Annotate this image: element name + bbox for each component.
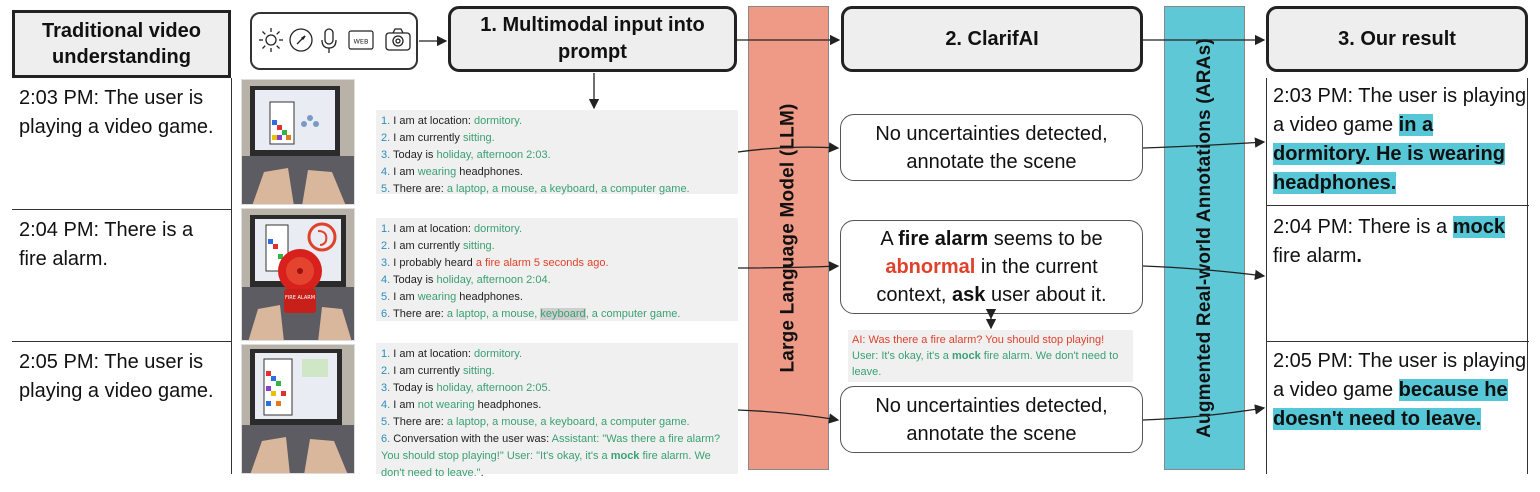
traditional-row: 2:05 PM: The user is playing a video gam… — [12, 342, 232, 474]
traditional-row-text: 2:04 PM: There is a fire alarm. — [19, 219, 194, 270]
prompt-line: 5. There are: a laptop, a mouse, a keybo… — [381, 183, 690, 195]
prompt-line: 2. I am currently sitting. — [381, 365, 495, 377]
conversation-user-line: User: It's okay, it's a mock fire alarm.… — [852, 350, 1119, 378]
traditional-row: 2:04 PM: There is a fire alarm. — [12, 210, 232, 342]
scene-photo-2: FIRE ALARM — [241, 208, 355, 341]
result-row: 2:05 PM: The user is playing a video gam… — [1273, 350, 1527, 430]
conversation-snippet: AI: Was there a fire alarm? You should s… — [848, 330, 1133, 382]
llm-band: Large Language Model (LLM) — [748, 6, 829, 470]
sun-icon — [258, 27, 284, 58]
result-column: 2:03 PM: The user is playing a video gam… — [1266, 78, 1529, 474]
traditional-row-text: 2:05 PM: The user is playing a video gam… — [19, 351, 214, 402]
scene-photo-1 — [241, 79, 355, 205]
web-icon-label: WEB — [354, 38, 369, 46]
prompt-line: 3. Today is holiday, afternoon 2:03. — [381, 149, 551, 161]
result-row: 2:03 PM: The user is playing a video gam… — [1267, 78, 1529, 206]
scene-photo-3 — [241, 344, 355, 474]
traditional-row-text: 2:03 PM: The user is playing a video gam… — [19, 87, 214, 138]
prompt-block-1: 1. I am at location: dormitory. 2. I am … — [376, 110, 738, 195]
result-box: 3. Our result — [1266, 6, 1528, 72]
decision-box-1: No uncertainties detected, annotate the … — [840, 114, 1143, 181]
traditional-header: Traditional video understanding — [12, 10, 231, 78]
microphone-icon — [318, 27, 340, 60]
compass-icon — [288, 27, 314, 58]
prompt-line: 4. I am not wearing headphones. — [381, 399, 542, 411]
prompt-line: 6. There are: a laptop, a mouse, keyboar… — [381, 308, 681, 320]
prompt-line: 5. There are: a laptop, a mouse, a keybo… — [381, 416, 690, 428]
decision-box-3: No uncertainties detected, annotate the … — [840, 386, 1143, 453]
result-row: 2:04 PM: There is a mock fire alarm. — [1267, 206, 1529, 342]
multimodal-input-box: 1. Multimodal input into prompt — [448, 6, 737, 72]
aras-band-label: Augmented Real-world Annotations (ARAs) — [1193, 38, 1215, 438]
prompt-line: 3. Today is holiday, afternoon 2:05. — [381, 382, 551, 394]
web-icon: WEB — [348, 30, 374, 57]
traditional-row: 2:03 PM: The user is playing a video gam… — [12, 78, 232, 210]
prompt-line: 1. I am at location: dormitory. — [381, 223, 523, 235]
traditional-column: 2:03 PM: The user is playing a video gam… — [12, 78, 232, 474]
clarifai-box: 2. ClarifAI — [841, 6, 1143, 72]
camera-icon — [384, 27, 412, 58]
prompt-line: 6. Conversation with the user was: Assis… — [381, 433, 721, 479]
prompt-block-3: 1. I am at location: dormitory. 2. I am … — [376, 343, 738, 479]
conversation-ai-line: AI: Was there a fire alarm? You should s… — [852, 334, 1105, 346]
aras-band: Augmented Real-world Annotations (ARAs) — [1164, 6, 1245, 470]
prompt-line: 3. I probably heard a fire alarm 5 secon… — [381, 257, 609, 269]
prompt-line: 1. I am at location: dormitory. — [381, 115, 523, 127]
prompt-line: 4. Today is holiday, afternoon 2:04. — [381, 274, 551, 286]
prompt-line: 4. I am wearing headphones. — [381, 166, 523, 178]
llm-band-label: Large Language Model (LLM) — [777, 103, 799, 373]
prompt-line: 1. I am at location: dormitory. — [381, 348, 523, 360]
prompt-line: 2. I am currently sitting. — [381, 132, 495, 144]
fire-alarm-sign-label: FIRE ALARM — [285, 295, 315, 301]
prompt-block-2: 1. I am at location: dormitory. 2. I am … — [376, 218, 738, 321]
sensor-icons-box: WEB — [250, 12, 418, 70]
decision-box-2: A fire alarm seems to be abnormal in the… — [840, 220, 1143, 314]
prompt-line: 5. I am wearing headphones. — [381, 291, 523, 303]
prompt-line: 2. I am currently sitting. — [381, 240, 495, 252]
